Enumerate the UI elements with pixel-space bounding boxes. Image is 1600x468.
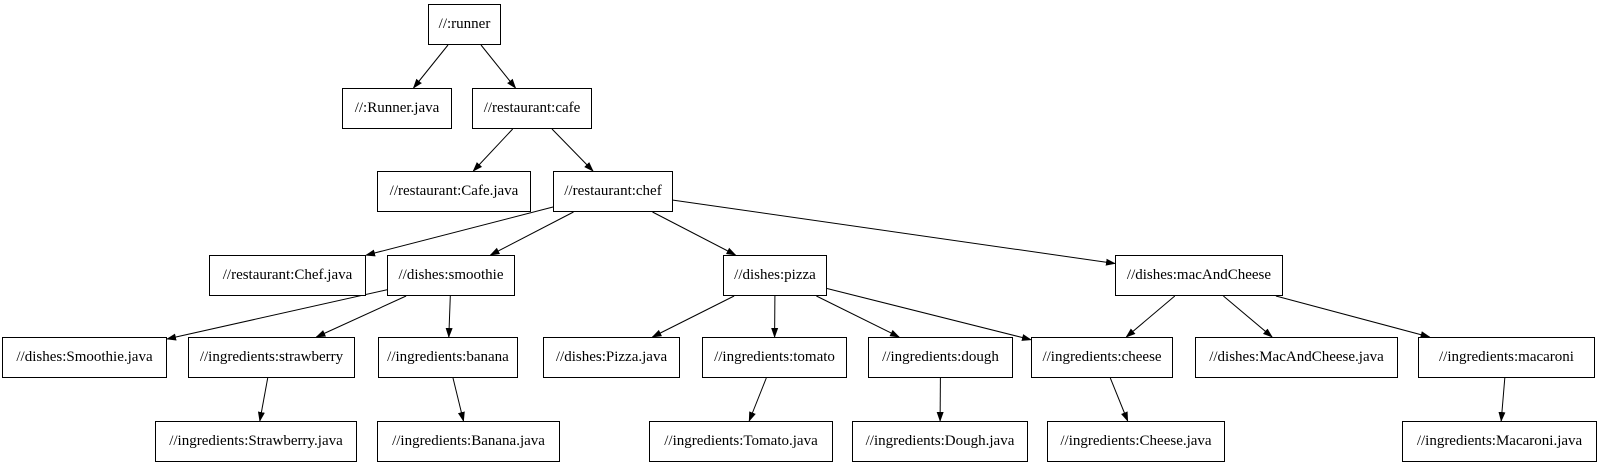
edge-chef-to-chef_java — [365, 206, 554, 257]
edge-pizza-to-dough — [816, 295, 900, 338]
graph-node-tomato_java: //ingredients:Tomato.java — [649, 421, 833, 462]
edge-runner-to-cafe — [480, 44, 517, 89]
graph-node-cafe_java: //restaurant:Cafe.java — [377, 171, 531, 212]
graph-node-strawberry: //ingredients:strawberry — [188, 337, 355, 378]
graph-node-pizza_java: //dishes:Pizza.java — [543, 337, 680, 378]
graph-node-smoothie_java: //dishes:Smoothie.java — [2, 337, 167, 378]
graph-node-runner_java: //:Runner.java — [342, 88, 452, 129]
graph-node-banana_java: //ingredients:Banana.java — [377, 421, 560, 462]
graph-node-strawberry_java: //ingredients:Strawberry.java — [155, 421, 357, 462]
edge-runner-to-runner_java — [412, 44, 449, 89]
edge-cheese-to-cheese_java — [1109, 377, 1129, 422]
graph-node-mac_and_cheese: //dishes:macAndCheese — [1115, 255, 1283, 296]
edge-smoothie-to-strawberry — [315, 295, 407, 338]
graph-node-cheese_java: //ingredients:Cheese.java — [1047, 421, 1225, 462]
graph-node-cafe: //restaurant:cafe — [472, 88, 592, 129]
graph-node-macaroni_java: //ingredients:Macaroni.java — [1402, 421, 1597, 462]
graph-node-mac_and_cheese_java: //dishes:MacAndCheese.java — [1195, 337, 1398, 378]
graph-node-macaroni: //ingredients:macaroni — [1418, 337, 1595, 378]
graph-node-smoothie: //dishes:smoothie — [387, 255, 515, 296]
graph-node-pizza: //dishes:pizza — [723, 255, 827, 296]
edge-smoothie-to-banana — [445, 295, 453, 338]
edge-cafe-to-chef — [551, 128, 594, 172]
graph-node-runner: //:runner — [428, 4, 501, 45]
edge-pizza-to-pizza_java — [651, 295, 735, 338]
edge-tomato-to-tomato_java — [748, 377, 767, 422]
edge-banana-to-banana_java — [452, 377, 465, 422]
edge-strawberry-to-strawberry_java — [257, 377, 269, 422]
edge-mac_and_cheese-to-macaroni — [1275, 295, 1431, 339]
graph-node-chef_java: //restaurant:Chef.java — [209, 255, 366, 296]
edge-chef-to-smoothie — [489, 211, 574, 256]
graph-node-cheese: //ingredients:cheese — [1031, 337, 1173, 378]
edge-mac_and_cheese-to-cheese — [1125, 295, 1176, 338]
edge-chef-to-pizza — [652, 211, 737, 256]
edge-smoothie-to-smoothie_java — [166, 289, 388, 341]
graph-node-banana: //ingredients:banana — [378, 337, 518, 378]
graph-node-dough_java: //ingredients:Dough.java — [852, 421, 1028, 462]
graph-node-tomato: //ingredients:tomato — [702, 337, 847, 378]
edge-chef-to-mac_and_cheese — [672, 199, 1116, 266]
edge-macaroni-to-macaroni_java — [1498, 377, 1506, 422]
graph-node-dough: //ingredients:dough — [868, 337, 1013, 378]
graph-node-chef: //restaurant:chef — [553, 171, 673, 212]
edge-mac_and_cheese-to-mac_and_cheese_java — [1223, 295, 1273, 338]
edge-pizza-to-cheese — [826, 288, 1032, 341]
edge-cafe-to-cafe_java — [472, 128, 514, 172]
